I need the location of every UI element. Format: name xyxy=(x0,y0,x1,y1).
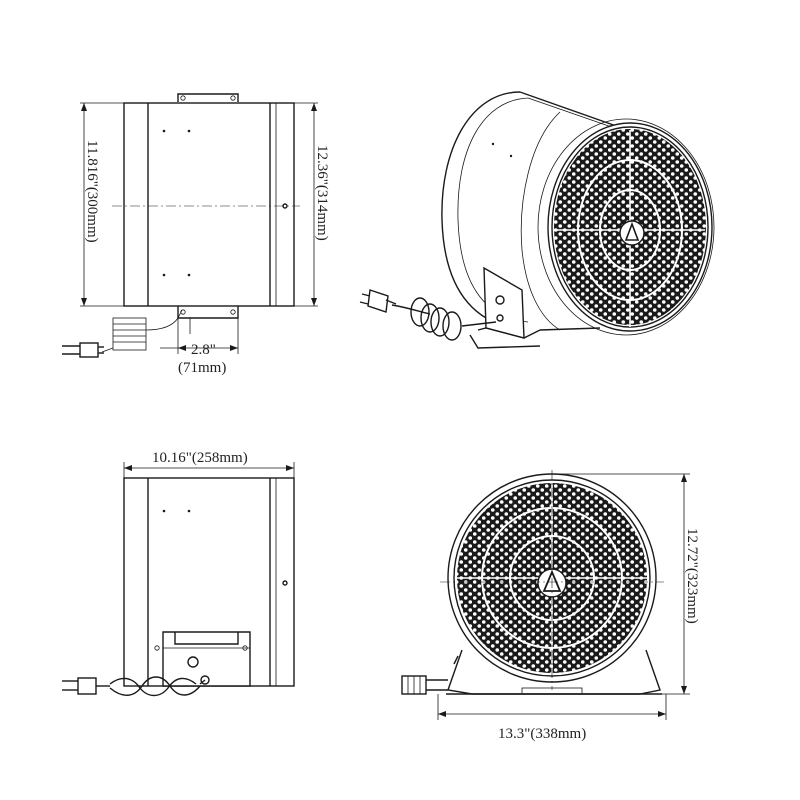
coiled-cord xyxy=(101,309,183,353)
power-plug-icon xyxy=(359,289,397,313)
coiled-cord xyxy=(391,297,497,341)
dim-front-height: 12.72"(323mm) xyxy=(684,528,700,624)
front-view: 12.72"(323mm) 13.3"(338mm) xyxy=(401,470,700,742)
hex-mesh-grille xyxy=(554,129,706,327)
power-plug-icon xyxy=(62,677,97,695)
dim-base-width: 13.3"(338mm) xyxy=(498,726,586,742)
dim-bracket-offset-in: 2.8" xyxy=(191,342,216,358)
power-plug-icon xyxy=(401,655,459,695)
coiled-cord xyxy=(96,676,206,697)
dim-height-outer: 12.36"(314mm) xyxy=(314,145,330,241)
side-view-top: 11.816"(300mm) 12.36"(314mm) 2.8" (71mm) xyxy=(62,93,330,376)
side-view-bottom: 10.16"(258mm) xyxy=(62,450,295,697)
isometric-view xyxy=(359,91,715,349)
power-plug-icon xyxy=(62,342,104,358)
dim-length: 10.16"(258mm) xyxy=(152,450,248,466)
dim-bracket-offset-mm: (71mm) xyxy=(178,360,226,376)
dim-height-inner: 11.816"(300mm) xyxy=(84,140,100,243)
